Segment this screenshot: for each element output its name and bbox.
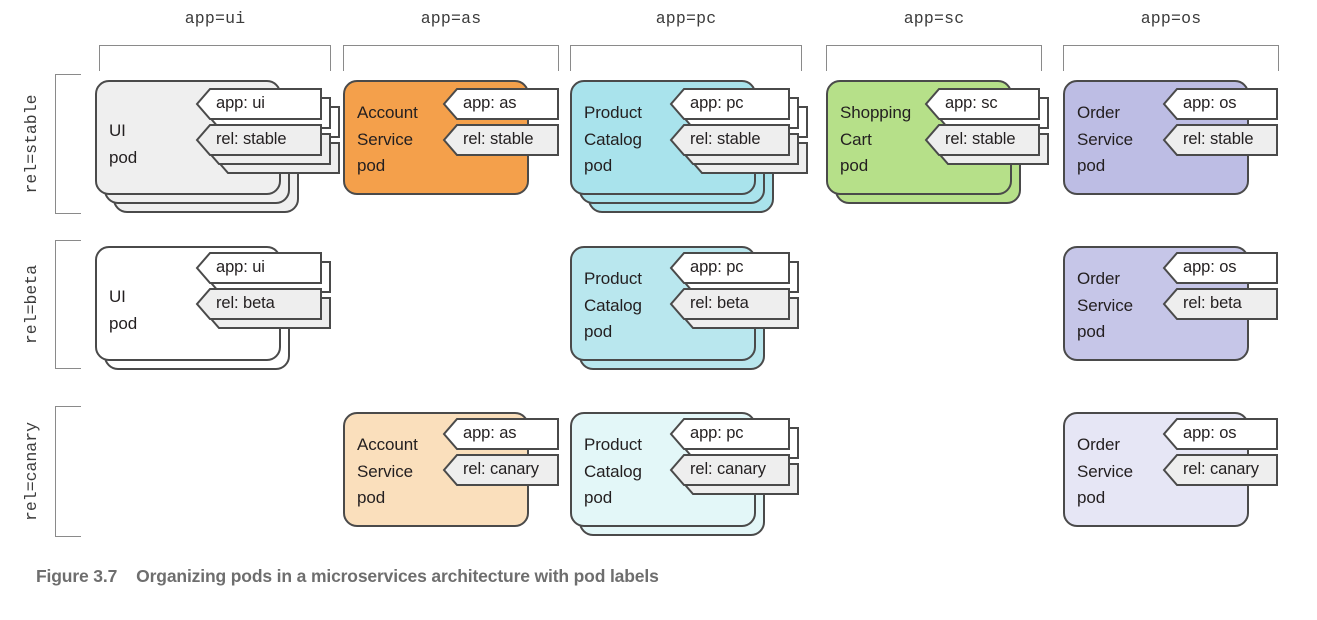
pod-title-os-canary: Order Service pod: [1077, 435, 1133, 507]
app-label-text: app: os: [1183, 258, 1237, 276]
figure-number: Figure 3.7: [36, 566, 118, 586]
row-label-canary: rel=canary: [22, 421, 41, 522]
app-label: app: pc: [669, 88, 790, 120]
pod-title-pc-stable: Product Catalog pod: [584, 103, 642, 175]
app-label-text: app: pc: [690, 424, 744, 442]
pod-title-sc-stable: Shopping Cart pod: [840, 103, 912, 175]
rel-label: rel: stable: [924, 124, 1040, 156]
app-label: app: os: [1162, 252, 1278, 284]
rel-label: rel: stable: [1162, 124, 1278, 156]
rel-label: rel: canary: [1162, 454, 1278, 486]
pod-title-os-beta: Order Service pod: [1077, 269, 1133, 341]
app-label-text: app: ui: [216, 94, 265, 112]
rel-label-text: rel: stable: [463, 130, 534, 148]
rel-label-text: rel: stable: [1183, 130, 1254, 148]
rel-label-text: rel: stable: [216, 130, 287, 148]
rel-label-text: rel: canary: [1183, 460, 1259, 478]
pod-title-as-canary: Account Service pod: [357, 435, 418, 507]
app-label-text: app: ui: [216, 258, 265, 276]
rel-label-text: rel: canary: [463, 460, 539, 478]
rel-label: rel: beta: [669, 288, 790, 320]
rel-label-text: rel: stable: [690, 130, 761, 148]
app-label-text: app: pc: [690, 258, 744, 276]
app-label: app: sc: [924, 88, 1040, 120]
app-label: app: os: [1162, 88, 1278, 120]
row-bracket-beta: [55, 240, 81, 369]
app-label-text: app: pc: [690, 94, 744, 112]
row-label-beta: rel=beta: [22, 264, 41, 345]
pod-title-pc-canary: Product Catalog pod: [584, 435, 642, 507]
row-bracket-canary: [55, 406, 81, 537]
rel-label: rel: stable: [442, 124, 559, 156]
figure-caption: Figure 3.7 Organizing pods in a microserv…: [36, 566, 659, 587]
pod-title-os-stable: Order Service pod: [1077, 103, 1133, 175]
rel-label-text: rel: beta: [216, 294, 275, 312]
column-label-os: app=os: [1140, 9, 1202, 28]
column-bracket-sc: [826, 45, 1042, 71]
rel-label-text: rel: beta: [1183, 294, 1242, 312]
pod-title-pc-beta: Product Catalog pod: [584, 269, 642, 341]
row-bracket-stable: [55, 74, 81, 214]
column-label-ui: app=ui: [184, 9, 246, 28]
rel-label: rel: stable: [669, 124, 790, 156]
column-label-sc: app=sc: [903, 9, 965, 28]
app-label: app: ui: [195, 252, 322, 284]
app-label-text: app: sc: [945, 94, 998, 112]
column-bracket-pc: [570, 45, 802, 71]
app-label-text: app: as: [463, 424, 517, 442]
rel-label: rel: beta: [195, 288, 322, 320]
column-label-pc: app=pc: [655, 9, 717, 28]
rel-label-text: rel: canary: [690, 460, 766, 478]
app-label: app: pc: [669, 252, 790, 284]
app-label: app: ui: [195, 88, 322, 120]
rel-label-text: rel: stable: [945, 130, 1016, 148]
pod-title-as-stable: Account Service pod: [357, 103, 418, 175]
pod-title-ui-beta: UI pod: [109, 287, 138, 333]
column-bracket-os: [1063, 45, 1279, 71]
column-label-as: app=as: [420, 9, 482, 28]
app-label: app: as: [442, 418, 559, 450]
rel-label: rel: canary: [442, 454, 559, 486]
app-label: app: os: [1162, 418, 1278, 450]
column-bracket-ui: [99, 45, 331, 71]
app-label-text: app: as: [463, 94, 517, 112]
figure-caption-text: Organizing pods in a microservices archi…: [136, 566, 659, 586]
rel-label: rel: stable: [195, 124, 322, 156]
app-label-text: app: os: [1183, 424, 1237, 442]
column-bracket-as: [343, 45, 559, 71]
pod-title-ui-stable: UI pod: [109, 121, 138, 167]
app-label: app: pc: [669, 418, 790, 450]
app-label: app: as: [442, 88, 559, 120]
rel-label: rel: canary: [669, 454, 790, 486]
app-label-text: app: os: [1183, 94, 1237, 112]
rel-label-text: rel: beta: [690, 294, 749, 312]
rel-label: rel: beta: [1162, 288, 1278, 320]
row-label-stable: rel=stable: [22, 94, 41, 194]
